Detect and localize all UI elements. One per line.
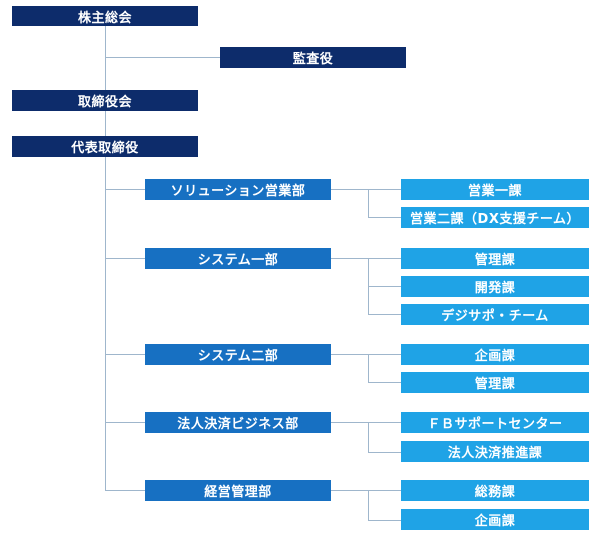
connector	[368, 490, 369, 520]
section-box: ＦＢサポートセンター	[401, 412, 589, 433]
connector	[368, 520, 401, 521]
auditor-box: 監査役	[220, 47, 406, 68]
section-box: デジサポ・チーム	[401, 304, 589, 325]
connector	[331, 354, 401, 355]
section-box: 管理課	[401, 248, 589, 269]
connector	[105, 57, 220, 58]
connector	[368, 286, 401, 287]
section-box: 開発課	[401, 276, 589, 297]
section-box: 管理課	[401, 372, 589, 393]
section-box: 総務課	[401, 480, 589, 501]
connector	[105, 26, 106, 91]
section-box: 営業二課（DX支援チーム）	[401, 207, 589, 228]
connector	[368, 314, 401, 315]
section-box: 営業一課	[401, 179, 589, 200]
connector	[105, 490, 145, 491]
department-box: ソリューション営業部	[145, 179, 331, 200]
connector	[368, 452, 401, 453]
shareholders-meeting-box: 株主総会	[12, 6, 198, 26]
department-box: システム二部	[145, 344, 331, 365]
department-box: システム一部	[145, 248, 331, 269]
connector	[368, 217, 401, 218]
connector	[331, 258, 401, 259]
connector	[368, 422, 369, 452]
section-box: 企画課	[401, 344, 589, 365]
connector	[331, 422, 401, 423]
section-box: 法人決済推進課	[401, 441, 589, 462]
connector	[331, 189, 401, 190]
board-box: 取締役会	[12, 90, 198, 111]
connector	[105, 189, 145, 190]
connector	[368, 189, 369, 217]
connector	[105, 157, 106, 490]
connector	[368, 354, 369, 382]
connector	[331, 490, 401, 491]
department-box: 法人決済ビジネス部	[145, 412, 331, 433]
connector	[105, 258, 145, 259]
connector	[105, 354, 145, 355]
ceo-box: 代表取締役	[12, 136, 198, 157]
section-box: 企画課	[401, 509, 589, 530]
department-box: 経営管理部	[145, 480, 331, 501]
connector	[105, 422, 145, 423]
connector	[105, 111, 106, 137]
connector	[368, 382, 401, 383]
